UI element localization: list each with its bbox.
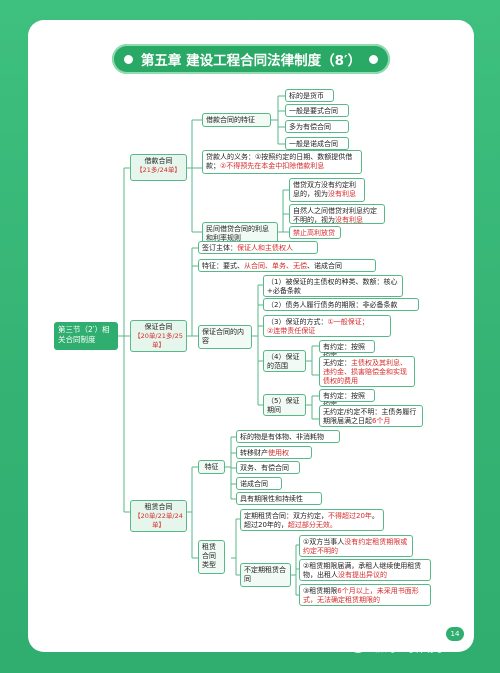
open-term-case-1b: 没有约定租赁期限或约定不明的 xyxy=(303,538,408,555)
open-term-case-1a: ①双方当事人 xyxy=(303,538,345,546)
open-term-case-2b: 没有提出异议的 xyxy=(338,571,387,579)
scope-not-agreed-b: 主债权及其利息、违约金、损害赔偿金和实现债权的费用 xyxy=(323,359,407,385)
open-term-case-3b: 6个月以上，未采用书面形式，无法确定租赁期限的 xyxy=(303,587,419,604)
loan-feature-2: 一般是要式合同 xyxy=(285,104,349,117)
title-dot-right xyxy=(369,54,379,64)
period-not-agreed-a: 无约定/约定不明：主债务履行期限届满之日起 xyxy=(323,408,417,425)
guarantee-feat-a: 特征：要式、 xyxy=(202,262,244,270)
period-agreed: 有约定：按照约定 xyxy=(319,389,375,409)
guarantee-feat-c: 、诺成合同 xyxy=(307,262,342,270)
guarantee-content-label: 保证合同的内容 xyxy=(198,325,252,349)
loan-contract-ref: 【21多/24单】 xyxy=(136,166,181,174)
lease-feature-3: 双务、有偿合同 xyxy=(236,461,300,474)
fixed-term-c: 。超过20年的， xyxy=(244,512,379,529)
lease-contract-label: 租赁合同 xyxy=(144,503,173,511)
guarantee-contract-node: 保证合同 【20单/21多/25单】 xyxy=(130,320,187,352)
private-rule-1: 借贷双方没有约定利息的，视为没有利息 xyxy=(289,178,365,202)
guarantee-item-2: （2）债务人履行债务的期限：非必备条款 xyxy=(263,298,419,311)
guarantee-sign-a: 签订主体： xyxy=(202,244,237,252)
guarantee-period-label: （5）保证期间 xyxy=(263,394,306,416)
watermark: 公众号 · 考神助考 xyxy=(352,641,444,655)
scope-not-agreed: 无约定：主债权及其利息、违约金、损害赔偿金和实现债权的费用 xyxy=(319,356,415,387)
private-rule-2: 自然人之间借贷对利息约定不明的，视为没有利息 xyxy=(289,204,385,224)
loan-contract-label: 借款合同 xyxy=(144,157,173,165)
lease-feature-5: 具有期限性和持续性 xyxy=(236,492,322,505)
fixed-term-d: 超过部分无效。 xyxy=(287,521,337,529)
guarantee-sign: 签订主体：保证人和主债权人 xyxy=(198,241,318,254)
private-rule-3: 禁止高利放贷 xyxy=(289,226,341,239)
fixed-term-a: 定期租赁合同：双方约定， xyxy=(244,512,328,520)
period-not-agreed-b: 6个月 xyxy=(372,417,391,425)
lease-type-label: 租赁合同类型 xyxy=(198,540,225,574)
lender-duty: 贷款人的义务：①按照约定的日期、数额提供借款；②不得预先在本金中扣除借款利息 xyxy=(202,150,362,174)
loan-feature-3: 多为有偿合同 xyxy=(285,120,349,133)
lease-contract-node: 租赁合同 【20单/22单/24单】 xyxy=(130,500,187,532)
scope-agreed: 有约定：按照约定 xyxy=(319,340,375,360)
guarantee-contract-label: 保证合同 xyxy=(144,323,173,331)
guarantee-contract-ref: 【20单/21多/25单】 xyxy=(134,332,183,349)
chapter-title-text: 第五章 建设工程合同法律制度（8′） xyxy=(140,53,362,69)
open-term-case-1: ①双方当事人没有约定租赁期限或约定不明的 xyxy=(299,535,413,557)
guarantee-item-3c: ②连带责任保证 xyxy=(267,327,316,335)
wechat-icon xyxy=(352,643,364,653)
open-term-case-2: ②租赁期限届满，承租人继续使用租赁物，出租人没有提出异议的 xyxy=(299,559,431,581)
guarantee-scope-label: （4）保证的范围 xyxy=(263,350,306,372)
loan-feature-label: 借款合同的特征 xyxy=(202,113,271,127)
private-loan-label: 民间借贷合同的利息和利率规则 xyxy=(202,222,278,244)
guarantee-sign-b: 保证人和主债权人 xyxy=(237,244,293,252)
open-term-label: 不定期租赁合同 xyxy=(240,563,291,587)
guarantee-item-3: （3）保证的方式：①一般保证； ②连带责任保证 xyxy=(263,315,391,337)
lease-feature-1: 标的物是有体物、非消耗物 xyxy=(236,430,340,443)
watermark-text: 公众号 · 考神助考 xyxy=(368,644,444,655)
period-not-agreed: 无约定/约定不明：主债务履行期限届满之日起6个月 xyxy=(319,405,423,427)
guarantee-features: 特征：要式、从合同、单务、无偿、诺成合同 xyxy=(198,259,376,272)
lease-contract-ref: 【20单/22单/24单】 xyxy=(134,512,183,529)
lease-feature-label: 特征 xyxy=(198,460,225,474)
page-number: 14 xyxy=(446,627,464,641)
loan-feature-1: 标的是货币 xyxy=(285,89,334,102)
lease-feature-2b: 使用权 xyxy=(268,449,289,457)
guarantee-item-3b: ①一般保证； xyxy=(327,318,369,326)
scope-not-agreed-a: 无约定： xyxy=(323,359,351,367)
chapter-title: 第五章 建设工程合同法律制度（8′） xyxy=(112,44,390,74)
guarantee-item-1: （1）被保证的主债权的种类、数额：核心+必备条款 xyxy=(263,275,403,297)
guarantee-feat-b: 从合同、单务、无偿 xyxy=(244,262,307,270)
loan-feature-4: 一般是诺成合同 xyxy=(285,137,349,150)
lender-duty-a: 贷款人的义务：①按照约定的日期、数额提供借款； xyxy=(206,153,353,170)
fixed-term-b: 不得超过20年 xyxy=(328,512,372,520)
open-term-case-3: ③租赁期限6个月以上，未采用书面形式，无法确定租赁期限的 xyxy=(299,584,431,606)
open-term-case-3a: ③租赁期限 xyxy=(303,587,338,595)
root-node: 第三节（2′）相关合同制度 xyxy=(54,322,118,350)
private-rule-2b: 没有利息 xyxy=(335,216,363,224)
lease-feature-4: 诺成合同 xyxy=(236,477,282,490)
lease-feature-2: 转移财产使用权 xyxy=(236,446,312,459)
lease-feature-2a: 转移财产 xyxy=(240,449,268,457)
open-term-case-2a: ②租赁期限届满，承租人继续使用租赁物，出租人 xyxy=(303,562,422,579)
loan-contract-node: 借款合同 【21多/24单】 xyxy=(130,154,187,181)
private-rule-1a: 借贷双方没有约定利息的，视为 xyxy=(293,181,356,198)
lender-duty-b: ②不得预先在本金中扣除借款利息 xyxy=(220,162,325,170)
title-dot-left xyxy=(123,54,133,64)
private-rule-2a: 自然人之间借贷对利息约定不明的，视为 xyxy=(293,207,377,224)
fixed-term-lease: 定期租赁合同：双方约定，不得超过20年。超过20年的，超过部分无效。 xyxy=(240,509,384,531)
guarantee-item-3a: （3）保证的方式： xyxy=(267,318,328,326)
private-rule-1b: 没有利息 xyxy=(328,190,356,198)
